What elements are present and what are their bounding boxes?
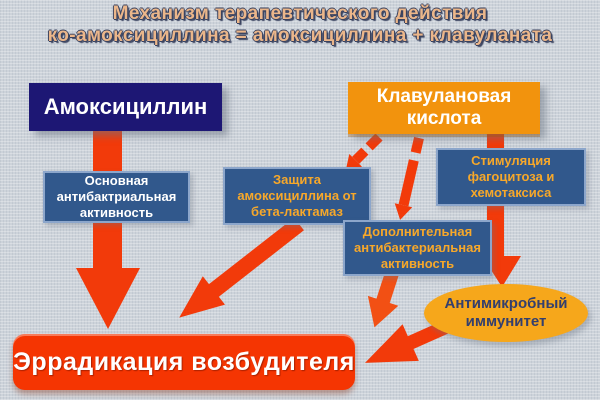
node-beta-lactamase-protection-label: Защита амоксициллина от бета-лактамаз	[237, 172, 357, 219]
node-amoxicillin: Амоксициллин	[29, 83, 222, 131]
slide-title-line2: ко-амоксициллина = амоксициллина + клаву…	[47, 25, 553, 46]
node-clavulanic-acid: Клавулановая кислота	[348, 82, 540, 134]
node-phagocytosis-stimulation-label: Стимуляция фагоцитоза и хемотаксиса	[467, 153, 555, 200]
node-pathogen-eradication: Эррадикация возбудителя	[13, 334, 355, 390]
node-clavulanic-acid-label: Клавулановая кислота	[376, 86, 512, 129]
node-main-antibacterial: Основная антибактриальная активность	[43, 171, 190, 223]
node-additional-antibacterial-label: Дополнительная антибактериальная активно…	[354, 224, 481, 271]
slide-title-line1: Механизм терапевтического действия	[112, 3, 488, 24]
node-antimicrobial-immunity: Антимикробный иммунитет	[424, 284, 588, 342]
node-amoxicillin-label: Амоксициллин	[43, 94, 208, 119]
arrow-clavulanate-to-additional	[394, 136, 424, 220]
node-antimicrobial-immunity-label: Антимикробный иммунитет	[444, 295, 568, 330]
arrow-clavulanate-to-protection	[345, 133, 383, 171]
slide-title: Механизм терапевтического действия ко-ам…	[0, 3, 600, 47]
node-phagocytosis-stimulation: Стимуляция фагоцитоза и хемотаксиса	[436, 148, 586, 206]
arrow-amoxicillin-to-eradication	[76, 129, 140, 329]
node-pathogen-eradication-label: Эррадикация возбудителя	[13, 347, 355, 376]
node-beta-lactamase-protection: Защита амоксициллина от бета-лактамаз	[223, 167, 371, 225]
node-main-antibacterial-label: Основная антибактриальная активность	[56, 173, 177, 220]
arrow-protection-to-eradication	[179, 217, 304, 318]
node-additional-antibacterial: Дополнительная антибактериальная активно…	[343, 220, 492, 276]
